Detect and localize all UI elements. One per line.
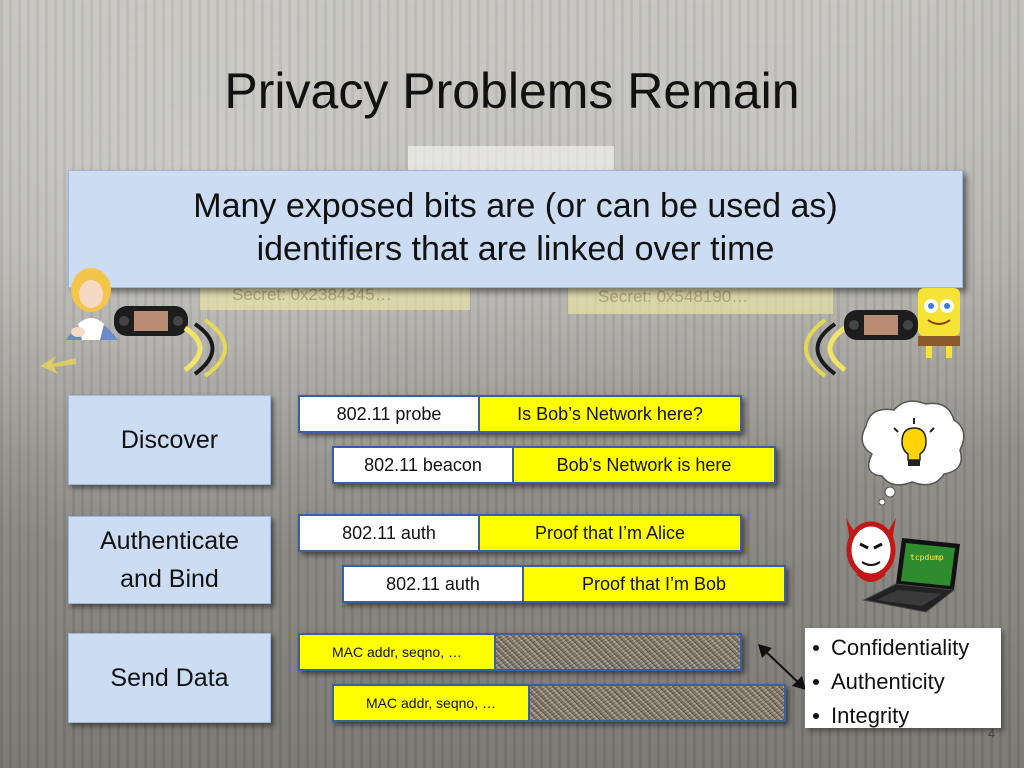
slide-title: Privacy Problems Remain <box>224 63 800 119</box>
auth-alice-header: 802.11 auth <box>300 516 480 550</box>
left-secret-box <box>200 284 470 310</box>
right-secret-box <box>568 284 833 314</box>
devil-hacker-icon <box>846 518 896 582</box>
data-packet-2: MAC addr, seqno, … <box>332 684 786 722</box>
phase-discover-label: Discover <box>120 425 219 454</box>
callout-box: Many exposed bits are (or can be used as… <box>68 170 963 288</box>
phase-send-data-label: Send Data <box>110 663 229 692</box>
page-number: 4 <box>988 726 996 741</box>
data-packet-2-header: MAC addr, seqno, … <box>334 686 530 720</box>
property-integrity: Integrity <box>831 703 910 728</box>
bullet-icon <box>813 645 819 651</box>
lightbulb-thought-icon <box>861 400 965 506</box>
signal-wave-icon-left <box>183 318 227 378</box>
left-secret-text: Secret: 0x2384345… <box>232 285 392 304</box>
data-packet-1-header: MAC addr, seqno, … <box>300 635 496 669</box>
data-packet-1: MAC addr, seqno, … <box>298 633 742 671</box>
phase-auth-label-line1: Authenticate <box>100 527 239 555</box>
laptop-icon: tcpdump <box>862 538 960 613</box>
handheld-console-icon-left <box>114 306 188 336</box>
callout-line-2: identifiers that are linked over time <box>256 230 775 268</box>
beacon-payload: Bob’s Network is here <box>514 448 774 482</box>
handheld-console-icon-right <box>844 310 918 340</box>
list-item: Confidentiality <box>813 631 1001 665</box>
auth-alice-payload: Proof that I’m Alice <box>480 516 740 550</box>
beacon-header: 802.11 beacon <box>334 448 514 482</box>
probe-packet: 802.11 probe Is Bob’s Network here? <box>298 395 742 433</box>
double-arrow-icon <box>758 644 806 690</box>
signal-wave-icon-right <box>804 318 847 378</box>
security-properties-list: Confidentiality Authenticity Integrity <box>805 628 1001 728</box>
probe-header: 802.11 probe <box>300 397 480 431</box>
phase-auth-label-line2: and Bind <box>120 565 219 593</box>
beacon-packet: 802.11 beacon Bob’s Network is here <box>332 446 776 484</box>
phase-send-data: Send Data <box>68 633 271 723</box>
property-confidentiality: Confidentiality <box>831 635 970 660</box>
property-authenticity: Authenticity <box>831 669 945 694</box>
list-item: Authenticity <box>813 665 1001 699</box>
left-arrow-icon <box>40 356 76 374</box>
right-secret-text: Secret: 0x548190… <box>598 287 749 306</box>
encrypted-payload-1 <box>496 635 740 669</box>
bullet-icon <box>813 713 819 719</box>
auth-bob-payload: Proof that I’m Bob <box>524 567 784 601</box>
phase-authenticate-bind: Authenticate and Bind <box>68 516 271 604</box>
auth-bob-packet: 802.11 auth Proof that I’m Bob <box>342 565 786 603</box>
alice-character-icon <box>66 268 118 340</box>
auth-alice-packet: 802.11 auth Proof that I’m Alice <box>298 514 742 552</box>
probe-payload: Is Bob’s Network here? <box>480 397 740 431</box>
encrypted-payload-2 <box>530 686 784 720</box>
laptop-screen-text: tcpdump <box>910 553 944 562</box>
spongebob-character-icon <box>918 288 960 358</box>
bullet-icon <box>813 679 819 685</box>
auth-bob-header: 802.11 auth <box>344 567 524 601</box>
list-item: Integrity <box>813 699 1001 733</box>
callout-line-1: Many exposed bits are (or can be used as… <box>193 187 838 225</box>
phase-discover: Discover <box>68 395 271 485</box>
